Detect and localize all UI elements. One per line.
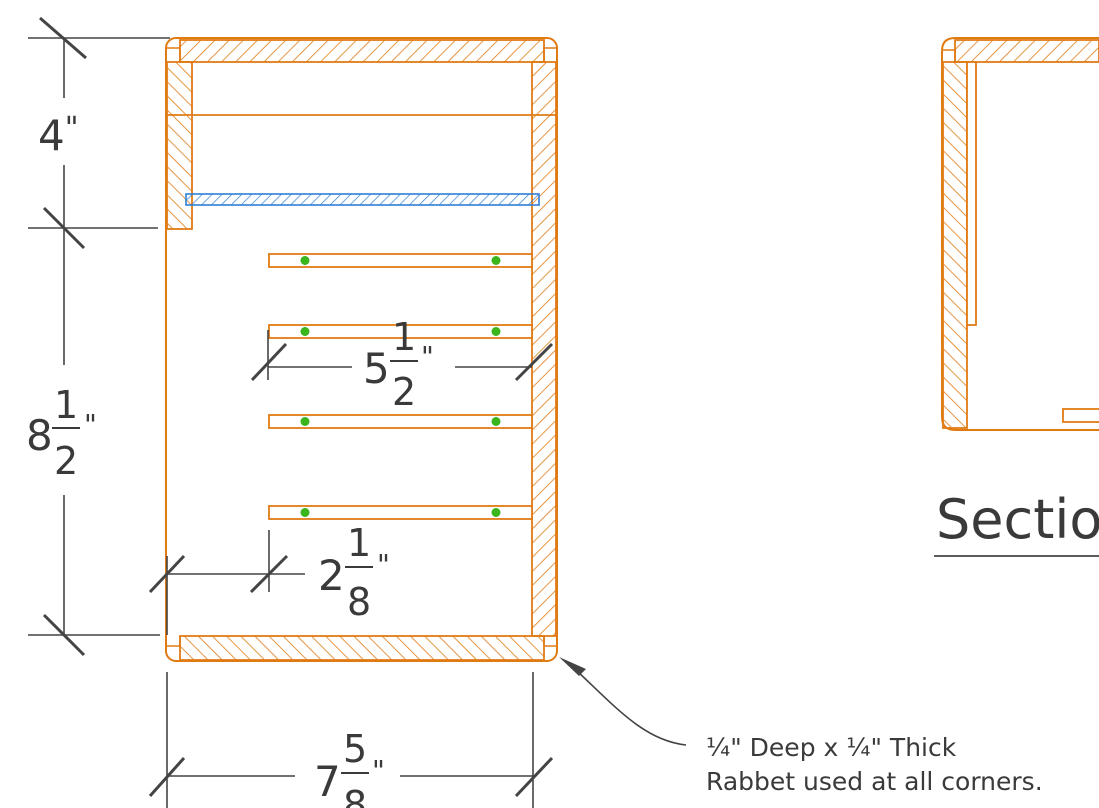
leader-arrowhead — [559, 657, 586, 676]
right-side-panel — [531, 61, 557, 637]
cabinet-front-view — [165, 37, 558, 662]
shelf — [268, 324, 533, 339]
dimension-lines — [28, 16, 687, 808]
svg-text:": " — [372, 754, 385, 787]
svg-text:Rabbet used at all corners.: Rabbet used at all corners. — [706, 767, 1043, 796]
dim-body-height: 8 1 2 " — [26, 383, 97, 483]
svg-text:8: 8 — [343, 783, 367, 808]
dim-shelf-width: 5 1 2 " — [363, 315, 434, 414]
rabbet-note: ¼" Deep x ¼" Thick Rabbet used at all co… — [706, 733, 1043, 796]
svg-text:4": 4" — [38, 111, 79, 160]
dim-top-height: 4" — [38, 111, 79, 160]
svg-text:": " — [377, 548, 390, 581]
svg-text:1: 1 — [54, 383, 78, 427]
side-shelf-end — [1062, 408, 1099, 423]
side-back-inner — [966, 61, 977, 326]
dim-overall-width: 7 5 8 " — [314, 727, 385, 808]
screw-icon — [491, 417, 501, 426]
rabbet-top-left — [167, 47, 181, 62]
rabbet-top-right — [543, 47, 556, 62]
section-title: Sectio — [934, 488, 1099, 557]
acrylic-divider — [185, 193, 540, 206]
svg-text:": " — [421, 340, 434, 373]
screw-icon — [300, 508, 310, 517]
screw-icon — [491, 256, 501, 265]
svg-text:2: 2 — [318, 551, 345, 600]
svg-text:5: 5 — [343, 727, 367, 771]
screw-icon — [491, 508, 501, 517]
svg-text:8: 8 — [347, 580, 371, 624]
svg-text:8: 8 — [26, 411, 53, 460]
rabbet-bottom-right — [543, 636, 556, 647]
svg-text:1: 1 — [392, 315, 416, 359]
svg-text:5: 5 — [363, 344, 390, 393]
svg-text:2: 2 — [54, 439, 78, 483]
svg-text:1: 1 — [347, 521, 371, 565]
side-section-outline — [941, 37, 1099, 431]
side-back-panel — [942, 61, 968, 429]
shelf — [268, 505, 533, 520]
svg-text:7: 7 — [314, 757, 341, 806]
svg-text:¼" Deep x ¼" Thick: ¼" Deep x ¼" Thick — [706, 733, 957, 762]
svg-text:": " — [84, 408, 97, 441]
rabbet-bottom-left — [167, 636, 181, 647]
screw-icon — [300, 327, 310, 336]
shelf — [268, 253, 533, 268]
screw-icon — [300, 256, 310, 265]
screw-icon — [491, 327, 501, 336]
top-panel — [179, 39, 545, 63]
cabinet-outline — [165, 37, 558, 662]
svg-text:2: 2 — [392, 370, 416, 414]
bottom-panel — [179, 635, 545, 661]
side-top-panel — [954, 39, 1099, 63]
shelf — [268, 414, 533, 429]
side-rabbet-top — [943, 49, 956, 62]
side-section-view — [941, 37, 1099, 431]
svg-text:Sectio: Sectio — [936, 488, 1099, 551]
dim-shelf-offset: 2 1 8 " — [318, 521, 390, 624]
screw-icon — [300, 417, 310, 426]
